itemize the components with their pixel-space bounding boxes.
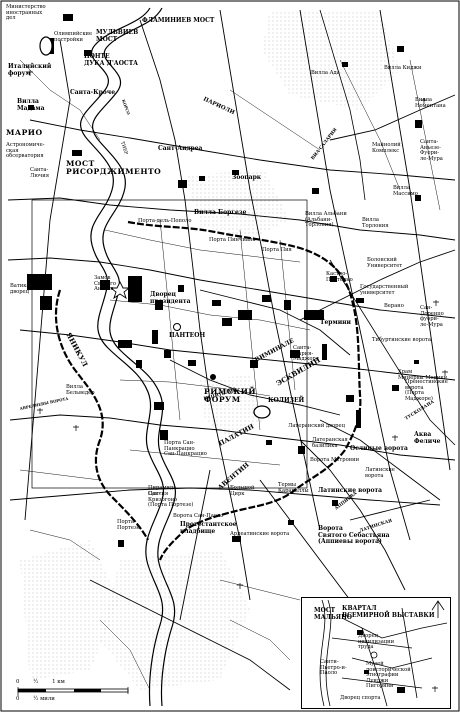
inset-label-quarter: КВАРТАЛ ВСЕМИРНОЙ ВЫСТАВКИ (342, 605, 435, 619)
label-porta-san-paolo: Ворота Сан-Паоло (173, 513, 224, 519)
inset-label-sport: Дворец спорта (340, 695, 381, 701)
label-santa-croce: Санта-Кроче (70, 89, 116, 96)
label-minerva-medica: Храм Минервы Медики (398, 369, 448, 381)
church-crosses (27, 70, 448, 589)
label-mulvio-bridge: МУЛЬВИЕВ МОСТ (96, 29, 139, 43)
inset-label-bridge: МОСТ МАЛЬЯНО (314, 607, 352, 621)
label-lateran-basilica: Латеранская базилика (312, 437, 348, 449)
label-lucia: Санта- Лючия (30, 167, 50, 179)
via-tuscolana-label: ТУСКОЛАНА (404, 400, 435, 422)
label-san-lorenzo: Сан- Лоренцо фуори- ле-Мура (420, 305, 444, 328)
castel-icon (109, 280, 131, 300)
label-termini: Термини (320, 319, 351, 326)
scale-bar: 0 ½ 1 км 0 ½ мили (14, 679, 138, 706)
label-sant-andrea: Сант-Андреа (158, 145, 203, 152)
label-zoo: Зоопарк (232, 174, 262, 181)
label-porta-pia: Порта Пия (262, 247, 292, 253)
label-protestant-cemetery: Протестантское кладбище (180, 521, 237, 535)
tiber-label: ТИБР (119, 141, 129, 156)
label-santa-cecilia: Сан- Кризогоно (Порта Портезе) (148, 491, 194, 509)
pantheon-icon (173, 323, 181, 331)
railway (319, 9, 456, 446)
label-villa-nomentana: Вилла Номентана (415, 97, 446, 109)
corso-label: КОРСО (121, 99, 131, 116)
label-villa-albani: Вилла Альбани (Альбани- Торлония) (305, 211, 347, 229)
label-villa-chigi: Вилла Киджи (384, 65, 422, 71)
inset-label-museum: Музей доисторической этнографии Луиджи П… (366, 661, 411, 690)
label-vatican: Ватиканский дворец (10, 283, 47, 295)
aurelian-gate-label: АВРЕЛИЕВЫ ВОРОТА (19, 396, 69, 411)
label-mainoni: Майнолий Комплекс (372, 142, 401, 154)
road-network (7, 9, 456, 691)
inset-label-san-pietro: Санти- Пьетро-и- Паоло (320, 659, 347, 677)
label-villa-massimo: Вилла Массимо (393, 185, 418, 197)
label-castro-pretorio: Кастро- Преторио (326, 271, 353, 283)
label-castel-sant-angelo: Замок Святого Ангела (94, 275, 116, 293)
label-quirinale: Дворец президента (150, 291, 191, 305)
tiber-river (80, 7, 176, 707)
label-villa-ada: Вилла Ада (311, 70, 340, 76)
label-villa-torlonia: Вилла Торлония (362, 217, 389, 229)
label-mario: МАРИО (6, 128, 43, 137)
label-villa-madama: Вилла Мадама (17, 98, 45, 112)
label-olympic: Олимпийские постройки (54, 31, 93, 43)
label-verano: Верано (384, 303, 404, 309)
label-baths-caracalla: Термы Каракаллы (278, 482, 309, 494)
label-porta-san-sebastiano: Ворота Святого Себастьяна (Аппиевы ворот… (318, 525, 390, 546)
label-piramide: Пирамида Цестия (148, 485, 177, 497)
label-villa-borghese: Вилла Боргезе (194, 209, 247, 216)
buildings (27, 14, 422, 547)
label-risorgimento: МОСТ РИСОРДЖИМЕНТО (66, 159, 162, 176)
parioli-label: ПАРИОЛИ (202, 96, 235, 116)
aurelian-walls (54, 220, 362, 561)
label-porta-maggiore: Пренестинские ворота (Порта Маджоре) (405, 379, 448, 402)
label-santa-maria-maggiore: Санта- Мария- Маджоре (293, 345, 319, 363)
park-areas (20, 10, 400, 690)
label-university: Болонский Университет (367, 257, 403, 269)
label-flaminio-bridge: ФЛАМИНИЕВ МОСТ (142, 17, 215, 24)
label-colosseum: КОЛИЗЕЙ (268, 397, 305, 404)
inset-label-palace: Дворец цивилизации труда (358, 633, 395, 651)
label-porta-ardeatina: Ардеатинские ворота (230, 531, 290, 537)
label-porta-metronia: Ворота Метронии (310, 457, 360, 463)
label-porta-asinaria: Ослиные ворота (350, 445, 408, 452)
label-roman-forum: РИМСКИЙ ФОРУМ (204, 387, 257, 404)
label-state-university: Государственный университет (360, 284, 409, 296)
label-ministry: Министерство иностранных дел (6, 4, 46, 22)
minor-streets (19, 59, 441, 691)
colosseum-icon (253, 405, 271, 419)
central-frame (31, 199, 308, 489)
label-lateran-palace: Латеранский дворец (288, 423, 345, 429)
label-circus-maximus: Большой Цирк (230, 485, 255, 497)
label-porta-popolo: Порта-дель-Пополо (138, 218, 192, 224)
scale-label-miles: 0 ½ мили (16, 696, 55, 702)
scale-label-km: 0 ½ 1 км (16, 679, 65, 685)
label-porta-san-giovanni: Латинские ворота (365, 467, 395, 479)
label-observatory: Астрономиче- ская обсерватория (6, 142, 45, 160)
label-porta-pinciana: Порта Пинчиана (209, 237, 256, 243)
viminale-label: ВИМИНАЛЕ (254, 337, 296, 364)
capitol-icon (210, 374, 216, 380)
label-porta-latina: Латинские ворота (318, 487, 383, 494)
label-pantheon: ПАНТЕОН (169, 332, 206, 339)
label-italian-forum: Италийский форум (8, 63, 52, 77)
label-acqua-felice: Аква Феличе (414, 431, 441, 445)
label-santa-costanza: Санта- Аньезе- Фуори- ле-Мура (420, 139, 443, 162)
label-porta-portese: Порта Портезе (117, 519, 140, 531)
label-san-pietro-montorio: Порта Сан- Панкрацио Сан-Панкрацио (164, 440, 207, 458)
label-villa-pamphili: Вилла Бельведер (66, 384, 95, 396)
label-aosta-bridge: ПОНТЕ ДУКА Д'АОСТА (84, 53, 139, 67)
inset-eur-map: МОСТ МАЛЬЯНО КВАРТАЛ ВСЕМИРНОЙ ВЫСТАВКИ … (301, 597, 451, 709)
label-tiburtina: Тибуртинские ворота (372, 337, 431, 343)
